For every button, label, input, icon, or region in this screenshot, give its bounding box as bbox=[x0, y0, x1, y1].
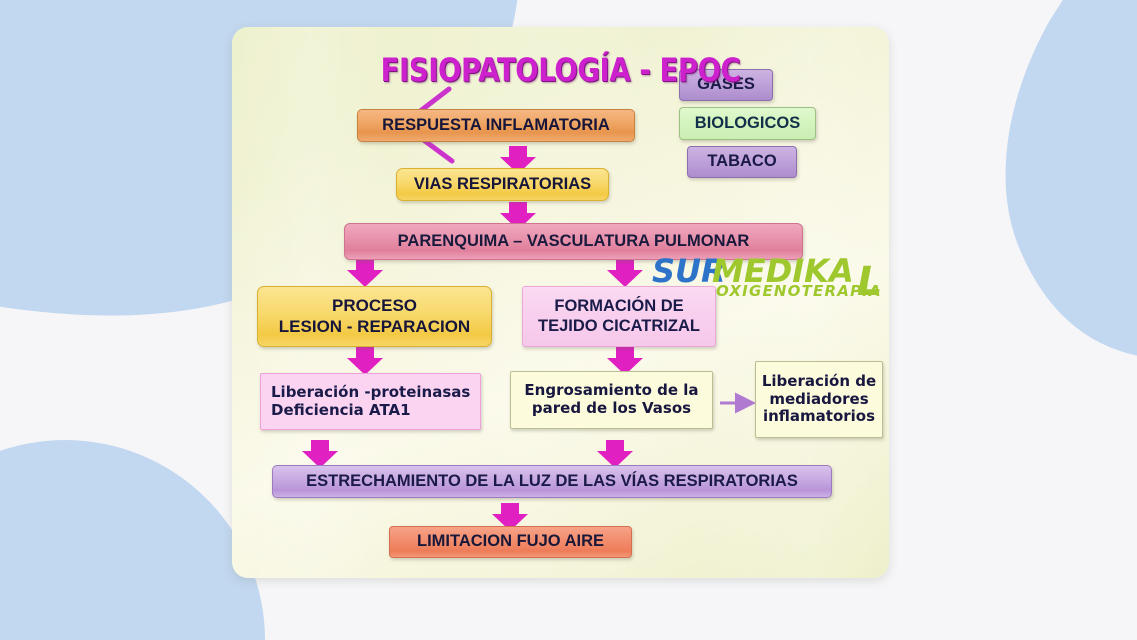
node-label: ESTRECHAMIENTO DE LA LUZ DE LAS VÍAS RES… bbox=[306, 471, 798, 490]
node-biologicos[interactable]: BIOLOGICOS bbox=[679, 107, 816, 140]
node-label-line1: PROCESO bbox=[331, 296, 418, 316]
node-respuesta-inflamatoria[interactable]: RESPUESTA INFLAMATORIA bbox=[357, 109, 635, 142]
node-vias-respiratorias[interactable]: VIAS RESPIRATORIAS bbox=[396, 168, 609, 201]
node-label: BIOLOGICOS bbox=[694, 113, 801, 132]
node-label: PARENQUIMA – VASCULATURA PULMONAR bbox=[397, 231, 750, 250]
node-limitacion-flujo-aire[interactable]: LIMITACION FUJO AIRE bbox=[389, 526, 632, 558]
node-layer: RESPUESTA INFLAMATORIA GASES BIOLOGICOS … bbox=[232, 27, 889, 578]
node-label-line2: TEJIDO CICATRIZAL bbox=[538, 316, 700, 335]
blue-blob-bottom-left bbox=[0, 440, 265, 640]
node-engrosamiento-pared-vasos[interactable]: Engrosamiento de la pared de los Vasos bbox=[510, 371, 713, 429]
node-tabaco[interactable]: TABACO bbox=[687, 146, 797, 178]
node-label: LIMITACION FUJO AIRE bbox=[417, 532, 604, 551]
slide-panel: FISIOPATOLOGÍA - EPOC bbox=[232, 27, 889, 578]
node-label-line1: Liberación -proteinasas bbox=[271, 382, 471, 401]
node-formacion-tejido-cicatrizal[interactable]: FORMACIÓN DE TEJIDO CICATRIZAL bbox=[522, 286, 716, 347]
blue-blob-top-right bbox=[1005, 0, 1137, 356]
node-label-line2: LESION - REPARACION bbox=[278, 316, 471, 336]
node-parenquima-vasculatura[interactable]: PARENQUIMA – VASCULATURA PULMONAR bbox=[344, 223, 803, 260]
node-label-line2: mediadores bbox=[769, 389, 869, 408]
node-liberacion-mediadores-inflamatorios[interactable]: Liberación de mediadores inflamatorios bbox=[755, 361, 883, 438]
node-label-line2: Deficiencia ATA1 bbox=[271, 400, 411, 419]
node-label-line3: inflamatorios bbox=[762, 407, 876, 426]
node-estrechamiento-luz-vias[interactable]: ESTRECHAMIENTO DE LA LUZ DE LAS VÍAS RES… bbox=[272, 465, 832, 498]
node-label-line1: Engrosamiento de la bbox=[524, 381, 699, 400]
node-label-line1: FORMACIÓN DE bbox=[554, 297, 684, 316]
node-label: TABACO bbox=[707, 152, 777, 171]
page-title: FISIOPATOLOGÍA - EPOC bbox=[380, 51, 741, 89]
node-label-line2: pared de los Vasos bbox=[531, 399, 692, 417]
node-label: RESPUESTA INFLAMATORIA bbox=[382, 115, 610, 134]
node-label: VIAS RESPIRATORIAS bbox=[413, 174, 592, 193]
node-label-line1: Liberación de bbox=[761, 371, 877, 390]
node-liberacion-proteinasas[interactable]: Liberación -proteinasas Deficiencia ATA1 bbox=[260, 373, 481, 430]
node-gases[interactable]: GASES bbox=[679, 69, 773, 101]
node-label: GASES bbox=[697, 75, 755, 94]
node-proceso-lesion-reparacion[interactable]: PROCESO LESION - REPARACION bbox=[257, 286, 492, 347]
